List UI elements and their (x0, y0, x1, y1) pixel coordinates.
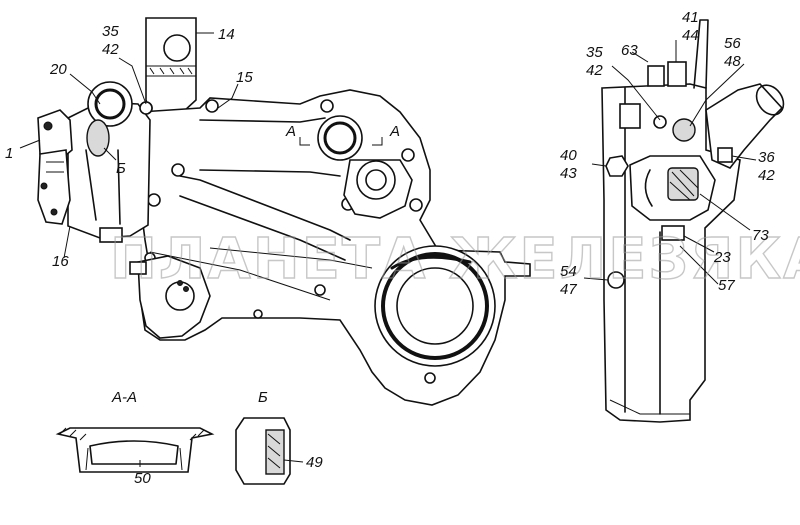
callout-57: 57 (718, 277, 735, 294)
callout-44: 44 (682, 27, 699, 44)
plug-42 (653, 115, 667, 129)
callout-1: 1 (5, 145, 13, 162)
callout-23: 23 (713, 249, 731, 266)
callout-63: 63 (621, 42, 638, 59)
callout-20: 20 (49, 61, 67, 78)
callout-54: 54 (560, 263, 577, 280)
callout-labels: 14 15 35 42 20 1 Б 16 А А 35 42 63 41 44… (5, 9, 775, 487)
section-marker-left (299, 137, 310, 146)
bracket-hatch (149, 67, 193, 75)
thermostat-hatch (669, 169, 699, 201)
pump-inlet-inner (94, 88, 126, 120)
shaft-boss-hole (365, 169, 387, 191)
section-title-aa: А-А (111, 389, 137, 406)
plug-48 (672, 118, 696, 142)
thermostat-spring (644, 169, 653, 207)
pump-window (86, 119, 110, 157)
section-aa-seal (89, 440, 179, 465)
top-bolt (667, 61, 687, 87)
side-view (601, 19, 785, 423)
crank-seal-inner (396, 267, 474, 345)
callout-43: 43 (560, 165, 577, 182)
top-bracket (145, 17, 197, 113)
section-marker-a-left: А (285, 123, 296, 140)
pump-housing (67, 81, 153, 243)
callout-35-right: 35 (586, 44, 603, 61)
callout-42-right: 42 (586, 62, 603, 79)
bracket-ribs (146, 65, 196, 77)
lower-tab (129, 261, 147, 275)
section-marker-a-right: А (389, 123, 400, 140)
callout-56: 56 (724, 35, 741, 52)
plug-23 (661, 225, 685, 241)
section-title-b: Б (258, 389, 268, 406)
pump-inlet-outer (87, 81, 133, 127)
cover-rib-diagonal (179, 175, 351, 261)
crank-seal-ring (381, 252, 489, 360)
callout-35-left: 35 (102, 23, 119, 40)
watermark-text: ПЛАНЕТА ЖЕЛЕЗЯКА (110, 227, 800, 292)
crank-seal-outer (374, 245, 496, 367)
side-inner-lines (624, 87, 661, 415)
section-aa (55, 427, 215, 473)
callout-16: 16 (52, 253, 69, 270)
callout-50: 50 (134, 470, 151, 487)
pump-ribs (85, 149, 121, 225)
callout-48: 48 (724, 53, 741, 70)
callout-42-far-right: 42 (758, 167, 775, 184)
section-marker-right (372, 137, 383, 146)
top-rod (693, 19, 709, 89)
section-aa-hatch (59, 427, 205, 441)
bracket-hole (163, 34, 191, 62)
cover-rib-upper (199, 117, 341, 177)
callout-42-left: 42 (102, 41, 119, 58)
outlet-mouth (755, 84, 785, 116)
callout-15: 15 (236, 69, 253, 86)
pump-drain (99, 227, 123, 243)
callout-36: 36 (758, 149, 775, 166)
hex-plug (605, 155, 629, 177)
left-sensor-assembly (37, 109, 73, 225)
callout-47: 47 (560, 281, 577, 298)
upper-port-inner (323, 121, 357, 155)
callout-41: 41 (682, 9, 699, 26)
side-cap (619, 103, 641, 129)
callout-40: 40 (560, 147, 577, 164)
front-cover-view (37, 17, 531, 406)
callout-14: 14 (218, 26, 235, 43)
bolt-bosses (139, 99, 436, 384)
side-foot (609, 399, 690, 415)
leader-lines (19, 32, 757, 467)
section-aa-body (55, 427, 215, 473)
callout-49: 49 (306, 454, 323, 471)
view-b (235, 417, 291, 485)
lower-left-bracket (137, 255, 211, 339)
cover-rib-lower (149, 247, 373, 301)
callout-73: 73 (752, 227, 769, 244)
crank-seal-arc (390, 255, 472, 270)
shaft-boss-ring (356, 160, 396, 200)
top-nut (647, 65, 665, 87)
right-plug (717, 147, 733, 163)
section-label-b-small: Б (116, 160, 126, 177)
